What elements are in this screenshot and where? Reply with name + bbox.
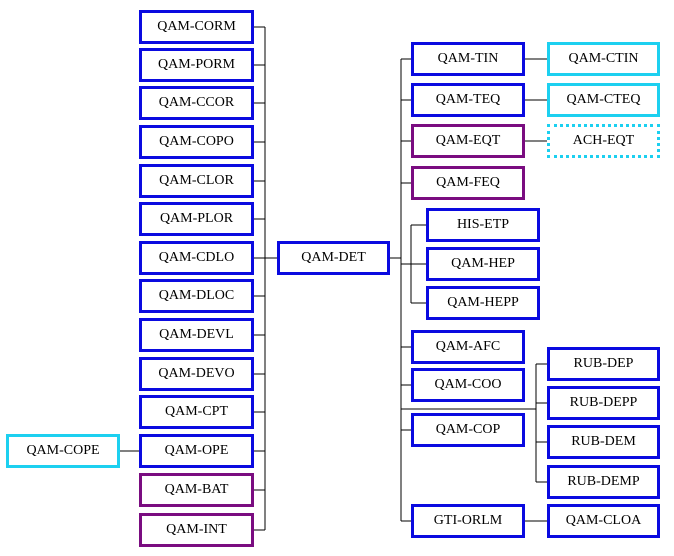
node-qam-eqt[interactable]: QAM-EQT bbox=[411, 124, 525, 158]
node-qam-int[interactable]: QAM-INT bbox=[139, 513, 254, 547]
node-qam-hepp[interactable]: QAM-HEPP bbox=[426, 286, 540, 320]
node-rub-demp[interactable]: RUB-DEMP bbox=[547, 465, 660, 499]
node-qam-afc[interactable]: QAM-AFC bbox=[411, 330, 525, 364]
node-qam-teq[interactable]: QAM-TEQ bbox=[411, 83, 525, 117]
node-rub-depp[interactable]: RUB-DEPP bbox=[547, 386, 660, 420]
node-gti-orlm[interactable]: GTI-ORLM bbox=[411, 504, 525, 538]
node-qam-clor[interactable]: QAM-CLOR bbox=[139, 164, 254, 198]
node-qam-cpt[interactable]: QAM-CPT bbox=[139, 395, 254, 429]
node-qam-corm[interactable]: QAM-CORM bbox=[139, 10, 254, 44]
node-qam-cteq[interactable]: QAM-CTEQ bbox=[547, 83, 660, 117]
node-qam-det-root[interactable]: QAM-DET bbox=[277, 241, 390, 275]
node-qam-hep[interactable]: QAM-HEP bbox=[426, 247, 540, 281]
node-qam-ope[interactable]: QAM-OPE bbox=[139, 434, 254, 468]
node-qam-cope[interactable]: QAM-COPE bbox=[6, 434, 120, 468]
node-qam-ctin[interactable]: QAM-CTIN bbox=[547, 42, 660, 76]
node-qam-porm[interactable]: QAM-PORM bbox=[139, 48, 254, 82]
node-ach-eqt[interactable]: ACH-EQT bbox=[547, 124, 660, 158]
node-qam-cdlo[interactable]: QAM-CDLO bbox=[139, 241, 254, 275]
node-qam-cop[interactable]: QAM-COP bbox=[411, 413, 525, 447]
node-qam-devl[interactable]: QAM-DEVL bbox=[139, 318, 254, 352]
node-qam-devo[interactable]: QAM-DEVO bbox=[139, 357, 254, 391]
node-qam-bat[interactable]: QAM-BAT bbox=[139, 473, 254, 507]
node-qam-tin[interactable]: QAM-TIN bbox=[411, 42, 525, 76]
node-qam-feq[interactable]: QAM-FEQ bbox=[411, 166, 525, 200]
node-his-etp[interactable]: HIS-ETP bbox=[426, 208, 540, 242]
node-qam-ccor[interactable]: QAM-CCOR bbox=[139, 86, 254, 120]
node-qam-dloc[interactable]: QAM-DLOC bbox=[139, 279, 254, 313]
node-rub-dep[interactable]: RUB-DEP bbox=[547, 347, 660, 381]
node-qam-coo[interactable]: QAM-COO bbox=[411, 368, 525, 402]
node-qam-cloa[interactable]: QAM-CLOA bbox=[547, 504, 660, 538]
node-qam-plor[interactable]: QAM-PLOR bbox=[139, 202, 254, 236]
node-qam-copo[interactable]: QAM-COPO bbox=[139, 125, 254, 159]
node-rub-dem[interactable]: RUB-DEM bbox=[547, 425, 660, 459]
